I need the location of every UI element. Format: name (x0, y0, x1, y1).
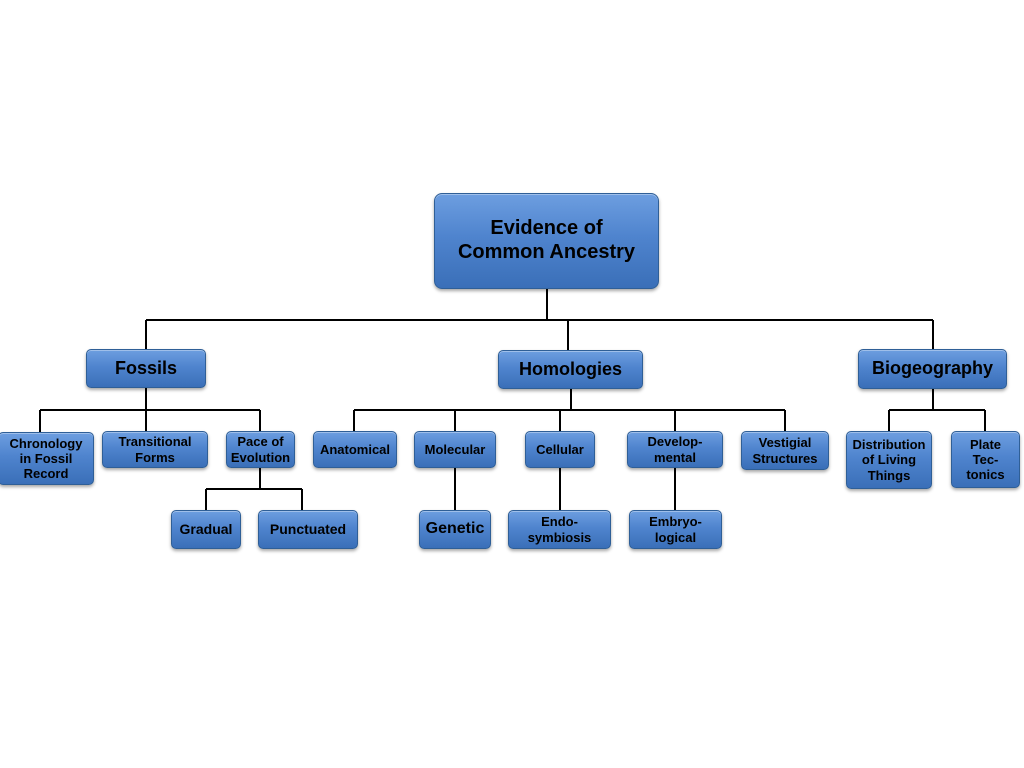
fossils-node: Fossils (86, 349, 206, 388)
gradual-node: Gradual (171, 510, 241, 549)
anatomical-node: Anatomical (313, 431, 397, 468)
plate-tectonics-node: Plate Tec- tonics (951, 431, 1020, 488)
molecular-node: Molecular (414, 431, 496, 468)
embryological-node: Embryo- logical (629, 510, 722, 549)
homologies-node: Homologies (498, 350, 643, 389)
transitional-forms-node: Transitional Forms (102, 431, 208, 468)
chronology-node: Chronology in Fossil Record (0, 432, 94, 485)
root-node: Evidence of Common Ancestry (434, 193, 659, 289)
cellular-node: Cellular (525, 431, 595, 468)
biogeography-node: Biogeography (858, 349, 1007, 389)
vestigial-structures-node: Vestigial Structures (741, 431, 829, 470)
developmental-node: Develop- mental (627, 431, 723, 468)
endosymbiosis-node: Endo- symbiosis (508, 510, 611, 549)
genetic-node: Genetic (419, 510, 491, 549)
distribution-node: Distribution of Living Things (846, 431, 932, 489)
punctuated-node: Punctuated (258, 510, 358, 549)
pace-of-evolution-node: Pace of Evolution (226, 431, 295, 468)
